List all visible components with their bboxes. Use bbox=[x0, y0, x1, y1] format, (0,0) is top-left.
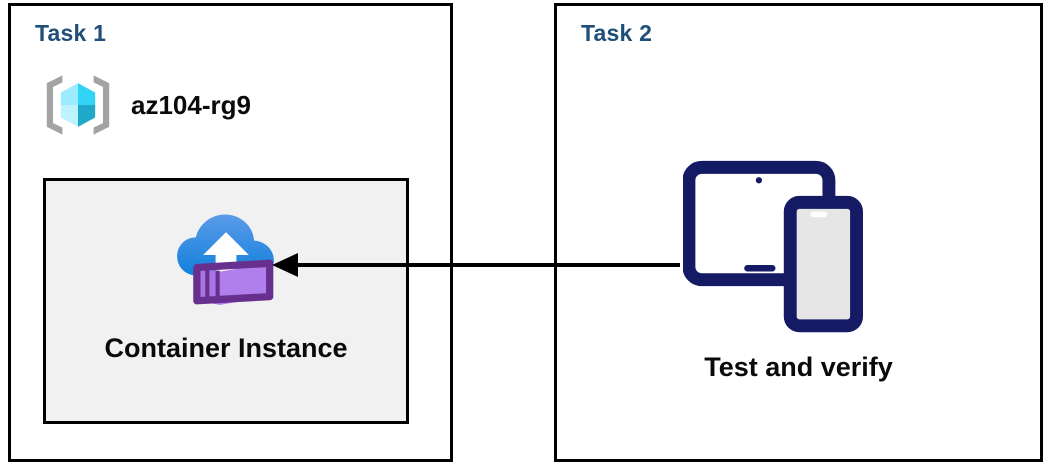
container-instance-label: Container Instance bbox=[104, 333, 348, 363]
panel-task-1: Task 1 az104-rg9 bbox=[8, 3, 453, 462]
devices-tablet-phone-icon bbox=[683, 160, 863, 333]
resource-group-row: az104-rg9 bbox=[39, 66, 251, 144]
arrow-task2-to-task1 bbox=[272, 253, 680, 277]
test-and-verify-label: Test and verify bbox=[704, 352, 893, 382]
container-instance-icon bbox=[177, 214, 274, 305]
resource-group-name: az104-rg9 bbox=[131, 89, 251, 120]
panel-task-1-title: Task 1 bbox=[35, 20, 107, 46]
panel-task-2-title: Task 2 bbox=[581, 20, 653, 46]
container-instance-box: Container Instance bbox=[43, 178, 409, 424]
azure-resource-group-icon bbox=[46, 75, 110, 135]
